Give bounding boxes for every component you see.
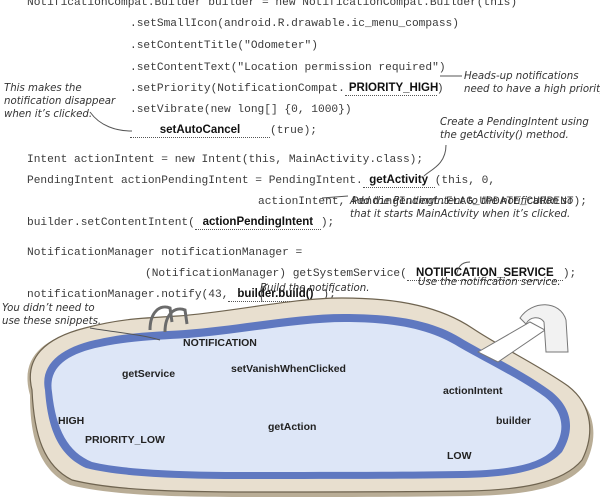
blank-build: builder.build() <box>228 288 323 302</box>
code-line-5-start: .setPriority(NotificationCompat. <box>130 83 345 95</box>
code-line-2: .setSmallIcon(android.R.drawable.ic_menu… <box>130 18 459 30</box>
pool-snippet-priority-low: PRIORITY_LOW <box>85 434 165 446</box>
blank-getactivity: getActivity <box>362 174 435 188</box>
note-headsup: Heads-up notifications need to have a hi… <box>464 71 600 95</box>
pool-snippet-notification: NOTIFICATION <box>183 337 257 349</box>
arrow-pendingintent <box>423 144 447 177</box>
code-line-8: Intent actionIntent = new Intent(this, M… <box>27 154 424 166</box>
code-line-7-end: (true); <box>270 125 317 137</box>
code-line-14-start: notificationManager.notify(43, <box>27 289 229 301</box>
code-line-11-end: ); <box>320 217 335 229</box>
code-line-9: PendingIntent actionPendingIntent = Pend… <box>27 174 495 188</box>
pool-snippet-builder: builder <box>496 415 532 427</box>
pool-snippet-high: HIGH <box>58 415 85 427</box>
code-line-6: .setVibrate(new long[] {0, 1000}) <box>130 104 352 116</box>
pool-snippet-setvanishwhenclicked: setVanishWhenClicked <box>231 363 346 375</box>
code-line-7: setAutoCancel(true); <box>130 124 317 138</box>
blank-autocancel: setAutoCancel <box>130 124 270 138</box>
code-line-13-start: (NotificationManager) getSystemService( <box>145 268 407 280</box>
code-line-12: NotificationManager notificationManager … <box>27 247 303 259</box>
note-buildnotif: Build the notification. <box>260 283 370 294</box>
code-line-11-start: builder.setContentIntent( <box>27 217 195 229</box>
arrow-buildnotif <box>260 283 269 303</box>
arrow-addintent <box>321 195 349 199</box>
code-line-10: actionIntent, PendingIntent.FLAG_UPDATE_… <box>258 196 587 208</box>
code-line-13-end: ); <box>562 268 577 280</box>
ladder-rail-2 <box>163 307 189 333</box>
arrow-usenotif <box>455 261 471 277</box>
blank-service: NOTIFICATION_SERVICE <box>406 267 563 281</box>
arrow-snippets <box>89 327 161 341</box>
note-addintent: Add the PendingIntent to the notificatio… <box>350 196 574 220</box>
code-line-3: .setContentTitle("Odometer") <box>130 40 318 52</box>
blank-pending-intent: actionPendingIntent <box>194 216 321 230</box>
ladder-rail-1 <box>148 305 174 331</box>
note-snippets: You didn’t need to use these snippets. <box>2 303 102 327</box>
code-line-11: builder.setContentIntent(actionPendingIn… <box>27 216 334 230</box>
pool-snippet-getservice: getService <box>122 368 176 380</box>
diving-board-stand <box>519 304 569 353</box>
code-line-13: (NotificationManager) getSystemService(N… <box>145 267 576 281</box>
blank-priority: PRIORITY_HIGH <box>344 82 438 96</box>
code-line-1: NotificationCompat.Builder builder = new… <box>27 0 518 9</box>
code-line-5-end: ) <box>436 83 444 95</box>
code-line-9-end: (this, 0, <box>434 175 496 187</box>
pool-snippet-getaction: getAction <box>268 421 317 433</box>
pool-snippet-low: LOW <box>447 450 472 462</box>
code-line-9-start: PendingIntent actionPendingIntent = Pend… <box>27 175 363 187</box>
code-line-4: .setContentText("Location permission req… <box>130 62 446 74</box>
note-usenotif: Use the notification service. <box>418 277 561 288</box>
note-pendingintent: Create a PendingIntent using the getActi… <box>440 117 589 141</box>
note-disappear: This makes the notification disappear wh… <box>4 83 116 120</box>
arrow-disappear <box>89 111 133 132</box>
pool-water <box>51 322 562 472</box>
code-line-5: .setPriority(NotificationCompat.PRIORITY… <box>130 82 444 96</box>
pool-snippet-actionintent: actionIntent <box>443 385 503 397</box>
